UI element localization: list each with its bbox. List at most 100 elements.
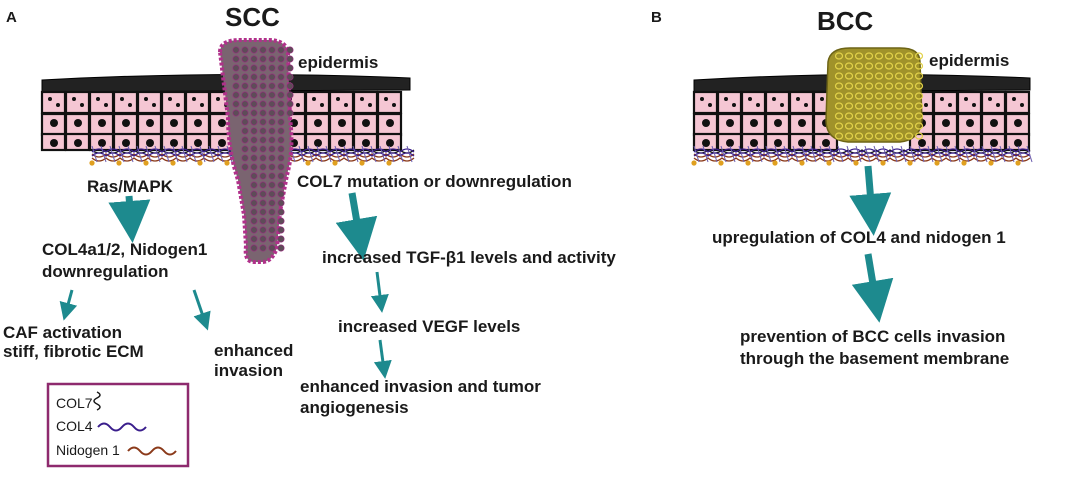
epidermal-cell [764,90,791,115]
arrow-to-enhanced-invasion [192,289,211,331]
membrane-strand [316,145,323,163]
cell-nucleus [822,139,830,147]
scc-cell [241,73,249,81]
bcc-cell [914,52,924,60]
scc-cell [259,127,267,135]
cell-nucleus [312,97,316,101]
bcc-cell [844,52,854,60]
scc-cell [259,235,267,243]
arrow-ras-to-col4 [108,195,151,243]
cell-nucleus [362,139,370,147]
scc-cell [268,127,276,135]
cell-nucleus [320,103,324,107]
cell-nucleus [96,97,100,101]
scc-cell [277,145,285,153]
membrane-strand [981,145,988,163]
cell-nucleus [362,119,370,127]
cell-nucleus [146,119,154,127]
epidermal-cell [352,90,379,115]
cell-nucleus [386,139,394,147]
membrane-strand [388,145,395,163]
cell-nucleus [192,97,196,101]
membrane-strand [199,145,206,163]
cell-nucleus [216,97,220,101]
bcc-cell [844,122,854,130]
cell-nucleus [144,97,148,101]
scc-cell [286,55,294,63]
cell-nucleus [314,119,322,127]
arrow-to-prevention [851,253,894,323]
cell-nucleus [726,139,734,147]
scc-cell [250,109,258,117]
scc-cell [268,199,276,207]
bcc-cell [914,72,924,80]
bcc-cell [864,92,874,100]
membrane-strand [909,145,916,163]
basement-membrane-b [691,145,1033,166]
laminin-dot [718,160,724,166]
scc-cell [259,208,267,216]
bcc-cell [904,62,914,70]
bcc-cell [914,102,924,110]
membrane-strand [361,145,368,163]
membrane-strand [1026,145,1033,163]
membrane-strand [963,145,970,163]
membrane-strand [756,145,763,163]
membrane-strand [999,145,1006,163]
membrane-strand [208,145,215,163]
scc-cell [259,100,267,108]
scc-cell [277,100,285,108]
scc-cell [277,46,285,54]
cell-nucleus [1014,119,1022,127]
laminin-dot [224,160,230,166]
scc-cell [268,163,276,171]
cell-nucleus [702,139,710,147]
laminin-dot [961,160,967,166]
laminin-dot [772,160,778,166]
membrane-strand [828,145,835,163]
scc-cell [241,82,249,90]
scc-cell [232,73,240,81]
cell-nucleus [796,97,800,101]
bcc-cell [874,82,884,90]
cell-nucleus [726,119,734,127]
scc-cell [259,73,267,81]
scc-cell [259,217,267,225]
bcc-cell [884,112,894,120]
scc-cell [259,46,267,54]
scc-cell [241,154,249,162]
scc-cell [286,109,294,117]
downregulation-label: downregulation [42,262,169,281]
bcc-cell [914,132,924,140]
enhanced-label: enhanced [214,341,293,360]
scc-cell [232,100,240,108]
membrane-strand [334,145,341,163]
cell-nucleus [1020,103,1024,107]
cell-nucleus [772,97,776,101]
epidermal-cell [112,90,139,115]
scc-cell [277,163,285,171]
arrow-vegf-to-angiogenesis [373,339,392,379]
scc-cell [250,226,258,234]
angiogenesis-line2: angiogenesis [300,398,409,417]
cell-nucleus [218,139,226,147]
membrane-strand [343,145,350,163]
scc-cell [268,190,276,198]
scc-cell-texture [232,46,294,252]
panel-a: A SCC epidermis Ras/MAPK COL4a1/2, Nidog… [3,2,616,468]
cell-nucleus [194,139,202,147]
laminin-dot [988,160,994,166]
cell-nucleus [218,119,226,127]
membrane-strand [927,145,934,163]
cell-nucleus [122,139,130,147]
bcc-cell [914,62,924,70]
membrane-strand [702,145,709,163]
cell-nucleus [966,119,974,127]
membrane-strand [873,145,880,163]
laminin-dot [359,160,365,166]
scc-cell [232,82,240,90]
cell-nucleus [168,97,172,101]
scc-cell [259,226,267,234]
epidermal-cell [160,90,187,115]
cell-nucleus [1012,97,1016,101]
